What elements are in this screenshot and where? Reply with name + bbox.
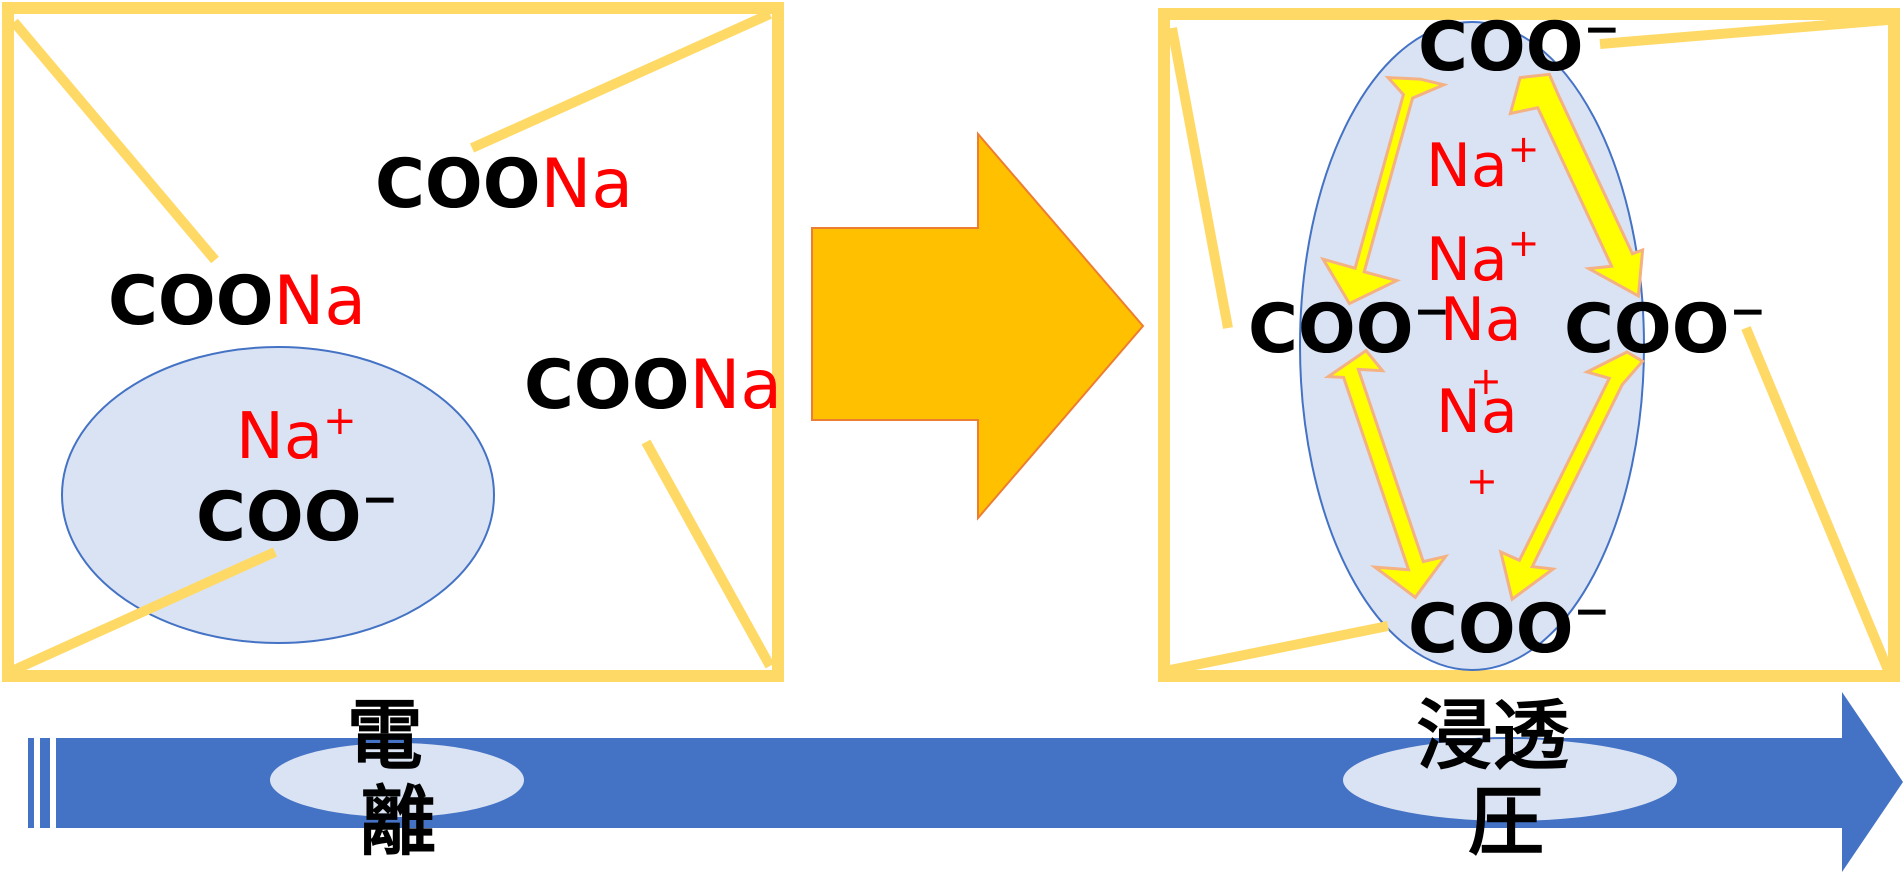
process-bar: 電 離 浸透 圧 [28,691,1903,872]
repulsion-arrow [1319,75,1449,306]
carboxylate-ion-label: COO− [1408,586,1610,669]
sodium-ion-label: Na+ [1436,377,1518,503]
carboxylate-ion-label: COO− [196,474,398,557]
right-panel-frame [1158,8,1900,682]
polymer-chain [11,547,278,675]
right-panel: COO− COO− COO− COO− Na+ Na+ Na+ Na+ [1158,4,1900,682]
transition-arrow [811,131,1145,521]
polymer-chain [1599,15,1889,49]
salt-group-label: COONa [375,145,633,224]
polymer-chain [641,439,775,669]
salt-group-label: COONa [524,346,782,425]
stage-label-dissociation: 電 離 [347,691,449,866]
stage-marker [1341,737,1679,823]
dissociation-cluster [61,346,495,644]
polymer-chain [469,9,773,153]
polymer-chain [1169,621,1389,675]
salt-group-label: COONa [108,262,366,341]
process-bar-stripe [28,738,34,828]
repulsion-arrow [1508,72,1645,299]
polymer-chain [1741,326,1893,672]
stage-label-osmotic-pressure: 浸透 圧 [1417,691,1595,866]
process-arrow [56,692,1903,872]
carboxylate-ion-label: COO− [1248,286,1450,369]
process-bar-stripe [40,738,50,828]
carboxylate-ion-label: COO− [1564,286,1766,369]
sodium-ion-label: Na+ [1426,127,1540,201]
left-panel-frame [2,2,784,682]
carboxylate-ion-label: COO− [1418,4,1620,87]
stage-marker [268,741,526,819]
repulsion-arrow [1323,348,1450,600]
sodium-ion-label: Na+ [1426,221,1540,295]
polymer-chain [10,18,219,264]
polymer-chain [1167,27,1233,329]
sodium-ion-label: Na+ [236,398,357,474]
left-panel: COONa COONa COONa Na+ COO− [2,2,784,682]
repulsion-arrow [1498,350,1645,602]
sodium-ion-label: Na+ [1440,285,1522,403]
